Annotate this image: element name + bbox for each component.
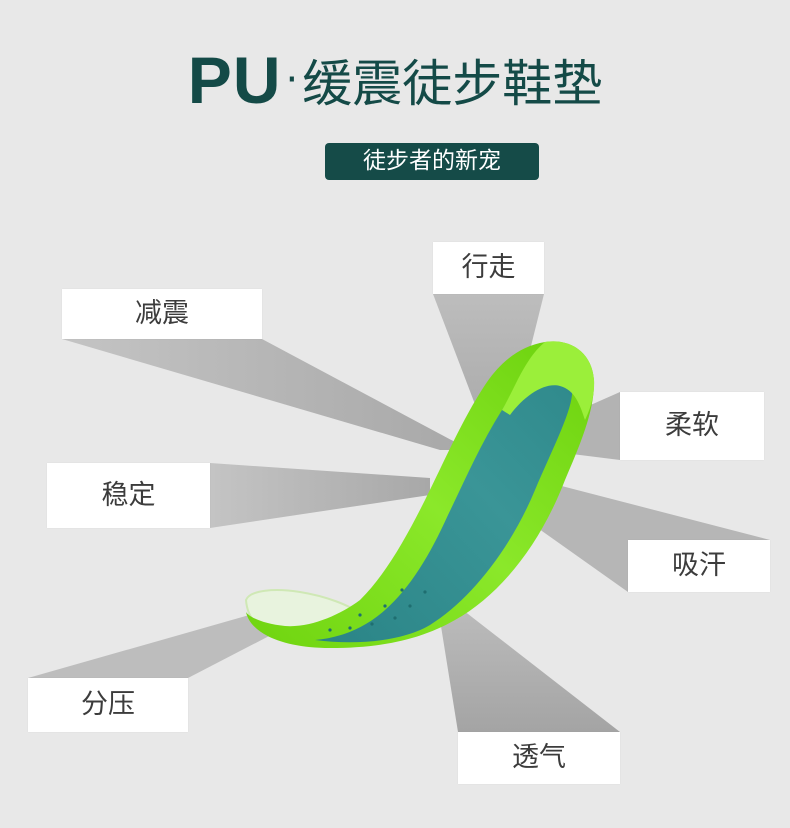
feature-shock-absorption: 减震 <box>62 289 262 339</box>
page-title: PU·缓震徒步鞋垫 <box>0 42 790 118</box>
title-brand: PU <box>187 43 282 117</box>
title-product: 缓震徒步鞋垫 <box>302 55 603 113</box>
subtitle-badge: 徒步者的新宠 <box>325 143 539 180</box>
ray-pressure <box>28 612 300 678</box>
feature-pressure-distribution: 分压 <box>28 678 188 732</box>
feature-sweat-absorbing: 吸汗 <box>628 540 770 592</box>
feature-walking: 行走 <box>433 242 544 294</box>
feature-stable: 稳定 <box>47 463 210 528</box>
ray-breathable <box>440 600 620 732</box>
insole-heel-cup <box>502 341 595 420</box>
insole-teal-sole <box>315 367 573 643</box>
title-separator: · <box>285 57 299 103</box>
feature-soft: 柔软 <box>620 392 764 460</box>
ray-shock <box>62 339 470 450</box>
ventilation-holes <box>328 588 427 632</box>
feature-breathable: 透气 <box>458 732 620 784</box>
ray-stable <box>210 463 430 528</box>
